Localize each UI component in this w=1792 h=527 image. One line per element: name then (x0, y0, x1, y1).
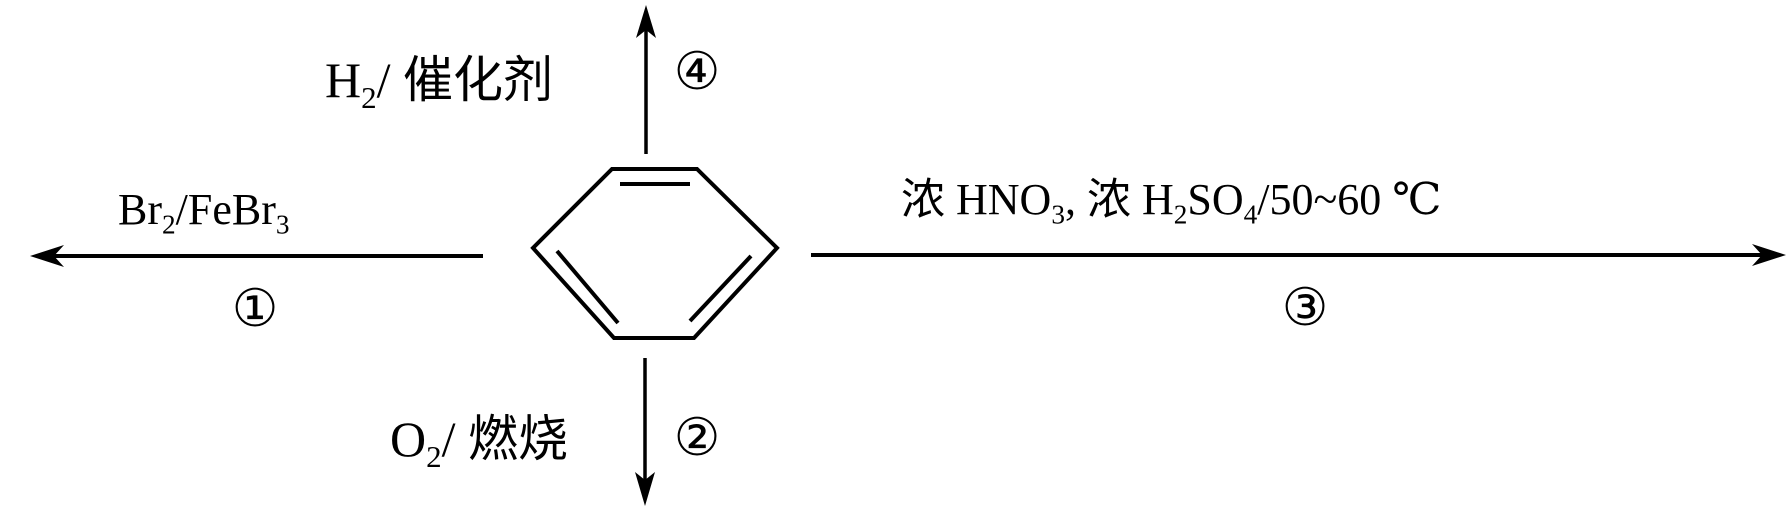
reaction-number-4: ④ (673, 42, 721, 102)
reagent-label-reaction-2: O2/ 燃烧 (390, 411, 569, 472)
reagent-text: SO (1187, 175, 1244, 224)
subscript: 2 (1173, 199, 1188, 230)
reagent-label-reaction-4: H2/ 催化剂 (325, 52, 554, 113)
reaction-number-3: ③ (1281, 278, 1329, 338)
arrow-up-reaction-4 (636, 5, 656, 154)
arrow-left-reaction-1 (30, 245, 483, 267)
reaction-number-2: ② (673, 408, 721, 468)
reagent-text: /50~60 ℃ (1257, 175, 1442, 224)
reagent-text: , 浓 H (1064, 175, 1174, 224)
arrow-down-reaction-2 (635, 358, 655, 506)
subscript: 2 (361, 79, 377, 115)
reagent-text: / 催化剂 (376, 52, 554, 108)
reagent-text: H (325, 52, 362, 108)
subscript: 2 (162, 209, 176, 240)
reagent-text: 浓 HNO (901, 175, 1052, 224)
reagent-text: O (390, 411, 427, 467)
benzene-ring (530, 167, 780, 340)
reagent-text: /FeBr (175, 185, 276, 234)
subscript: 3 (1051, 199, 1065, 230)
arrow-right-reaction-3 (811, 244, 1786, 266)
reaction-number-1: ① (231, 279, 279, 339)
reagent-label-reaction-1: Br2/FeBr3 (118, 185, 290, 239)
subscript: 4 (1243, 199, 1258, 230)
subscript: 3 (275, 209, 290, 240)
reagent-text: / 燃烧 (441, 411, 569, 467)
reagent-label-reaction-3: 浓 HNO3, 浓 H2SO4/50~60 ℃ (901, 175, 1442, 229)
reagent-text: Br (118, 185, 162, 234)
subscript: 2 (426, 438, 442, 474)
